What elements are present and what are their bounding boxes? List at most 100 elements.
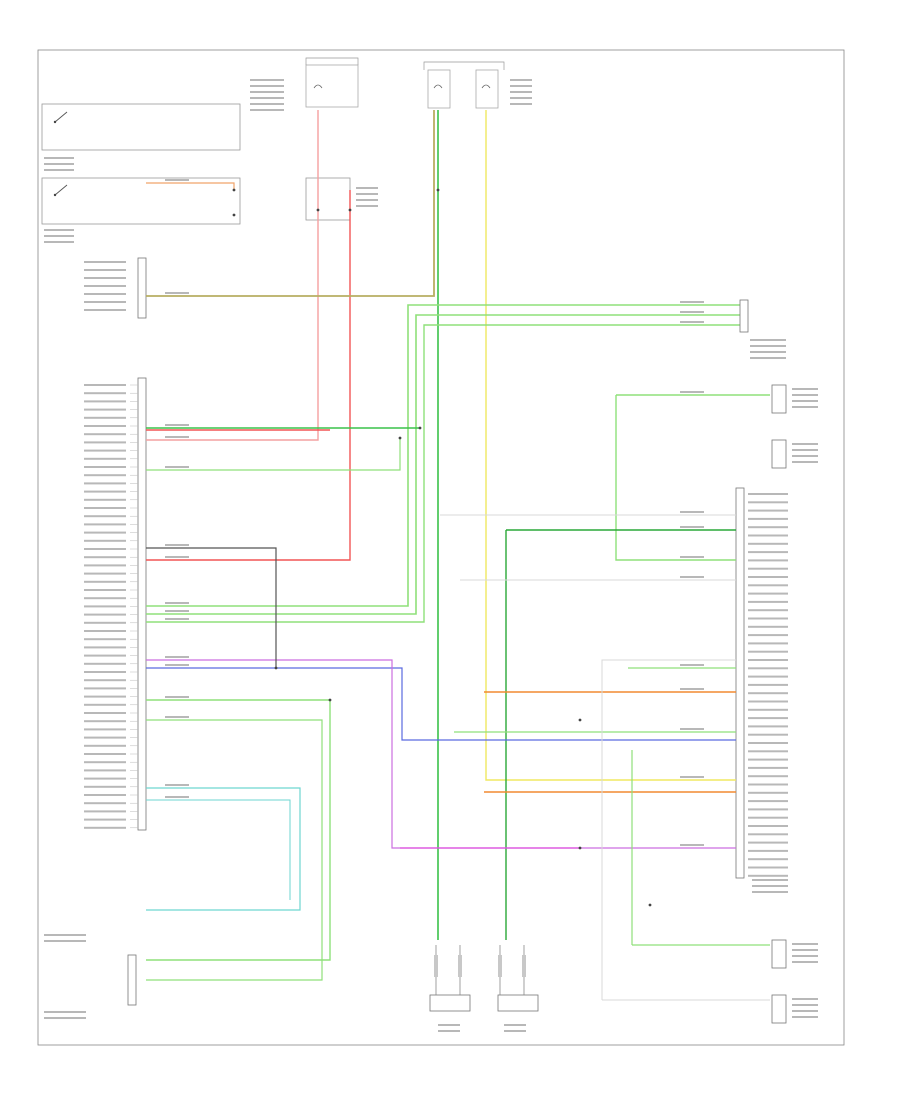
label-antenna-3 bbox=[504, 1030, 526, 1032]
pin-label-right bbox=[748, 841, 788, 844]
wire-blue bbox=[146, 667, 736, 741]
label-right-module-0 bbox=[752, 879, 788, 881]
pin-label-left bbox=[84, 548, 126, 550]
pin-label-right bbox=[748, 750, 788, 753]
pin-label-left bbox=[84, 785, 126, 788]
wire-lightgreen-a bbox=[146, 304, 740, 607]
wire-label-0 bbox=[165, 179, 189, 181]
pin-label-left bbox=[84, 638, 126, 641]
label-bottom-left-0 bbox=[44, 1011, 86, 1013]
label-right-module-1 bbox=[752, 885, 788, 887]
pin-label-left bbox=[84, 441, 126, 444]
fuse-top-left-box bbox=[305, 64, 359, 108]
label-switch-2 bbox=[44, 169, 74, 171]
label-switch-5 bbox=[44, 241, 74, 243]
fuse-top-left-bracket bbox=[305, 57, 359, 65]
right-sensor-c-box bbox=[771, 939, 787, 969]
label-antenna-0 bbox=[438, 1024, 460, 1026]
pin-label-left bbox=[84, 392, 126, 395]
switch-pivot-1 bbox=[53, 193, 57, 197]
pin-label-right bbox=[748, 634, 788, 637]
module-right-connector-box bbox=[735, 487, 745, 879]
wire-label-19 bbox=[680, 391, 704, 393]
pin-label-right bbox=[748, 501, 788, 504]
wire-label-22 bbox=[680, 556, 704, 558]
pin-label-left bbox=[84, 531, 126, 534]
wire-label-2 bbox=[165, 424, 189, 426]
pin-label-right bbox=[748, 675, 788, 678]
pin-label-left bbox=[84, 613, 126, 616]
pin-label-left bbox=[84, 433, 126, 436]
right-sensor-a-box-label bbox=[792, 400, 818, 402]
fuse-symbol bbox=[433, 84, 443, 89]
label-antenna-1 bbox=[438, 1030, 460, 1032]
wire-label-11 bbox=[165, 664, 189, 666]
wire-label-25 bbox=[680, 688, 704, 690]
pin-label-right bbox=[748, 791, 788, 794]
pin-label-left bbox=[84, 679, 126, 682]
splice-dot-4 bbox=[328, 698, 332, 702]
right-sensor-b-box bbox=[771, 439, 787, 469]
wire-grey-sensor-d-v bbox=[601, 659, 736, 1000]
pin-label-left bbox=[84, 687, 126, 690]
label-splice-1 bbox=[356, 193, 378, 195]
wire-label-6 bbox=[165, 556, 189, 558]
splice-dot-11 bbox=[316, 208, 320, 212]
right-sensor-d-box-label bbox=[792, 1004, 818, 1006]
pin-label-right bbox=[748, 692, 788, 695]
pin-label-upper bbox=[84, 261, 126, 263]
pin-label-left bbox=[84, 621, 126, 624]
right-sensor-b-box-label bbox=[792, 461, 818, 463]
pin-label-right bbox=[748, 866, 788, 869]
label-top-right-1 bbox=[510, 85, 532, 87]
pin-label-left bbox=[84, 498, 126, 501]
switch-lower-left-box bbox=[41, 177, 241, 225]
switch-pivot-0 bbox=[53, 120, 57, 124]
pin-label-right bbox=[748, 609, 788, 612]
label-top-right-4 bbox=[510, 103, 532, 105]
pin-label-left bbox=[84, 589, 126, 591]
antenna-lead-label bbox=[498, 955, 502, 977]
pin-label-right bbox=[748, 559, 788, 562]
label-top-right-0 bbox=[510, 79, 532, 81]
splice-dot-7 bbox=[578, 846, 582, 850]
label-top-left-5 bbox=[250, 109, 284, 111]
switch-upper-left-box bbox=[41, 103, 241, 151]
wire-lightgreen-c bbox=[146, 324, 740, 623]
label-top-right-conn-2 bbox=[750, 351, 786, 353]
label-bottom-left-1 bbox=[44, 1017, 86, 1019]
wire-label-4 bbox=[165, 466, 189, 468]
right-sensor-a-box-label bbox=[792, 388, 818, 390]
pin-label-upper bbox=[84, 301, 126, 303]
pin-label-right bbox=[748, 584, 788, 587]
splice-top-center-box bbox=[305, 177, 351, 221]
splice-dot-9 bbox=[436, 188, 440, 192]
fuse-symbol bbox=[313, 84, 323, 89]
pin-label-left bbox=[84, 474, 126, 477]
pin-label-left bbox=[84, 539, 126, 542]
pin-label-right bbox=[748, 509, 788, 512]
label-splice-0 bbox=[356, 187, 378, 189]
splice-dot-0 bbox=[232, 188, 236, 192]
pin-label-left bbox=[84, 769, 126, 772]
right-sensor-d-box bbox=[771, 994, 787, 1024]
wire-label-17 bbox=[680, 311, 704, 313]
pin-label-left bbox=[84, 761, 126, 764]
label-top-left-1 bbox=[250, 85, 284, 87]
right-sensor-c-box-label bbox=[792, 955, 818, 957]
wire-label-10 bbox=[165, 656, 189, 658]
wire-violet bbox=[146, 659, 736, 849]
right-sensor-d-box-label bbox=[792, 1010, 818, 1012]
fuse-top-mid-b-box bbox=[475, 69, 499, 109]
right-sensor-d-box-label bbox=[792, 1016, 818, 1018]
pin-label-right bbox=[748, 683, 788, 686]
wire-tan-vertical bbox=[146, 110, 319, 441]
module-left-connector-box bbox=[137, 377, 147, 831]
wire-tan-top bbox=[146, 182, 235, 190]
label-splice-3 bbox=[356, 205, 378, 207]
wire-label-14 bbox=[165, 784, 189, 786]
wire-cyan-b bbox=[146, 799, 291, 900]
pin-label-left bbox=[84, 671, 126, 673]
splice-dot-3 bbox=[398, 436, 402, 440]
